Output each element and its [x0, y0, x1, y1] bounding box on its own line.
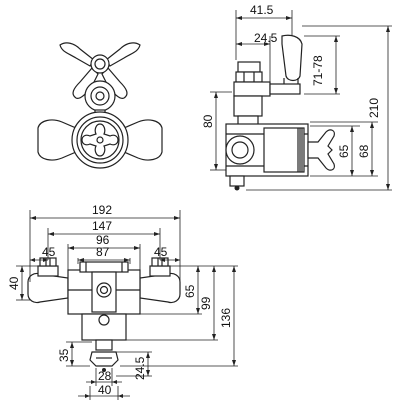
upper-cross-handle: [59, 42, 141, 99]
dim-40-bottom: 40: [98, 383, 112, 397]
side-dimensions: 41.5 24.5 71-78 210 80 65: [201, 3, 392, 191]
dim-68: 68: [357, 144, 371, 158]
bottom-cross-knob: [89, 351, 119, 367]
dim-24-5-vertical: 24.5: [133, 356, 147, 380]
dim-41-5: 41.5: [250, 3, 274, 17]
side-ring: [225, 135, 255, 165]
dim-96: 96: [96, 233, 110, 247]
main-body: [37, 111, 163, 169]
dim-40-left: 40: [7, 276, 21, 290]
dim-80: 80: [201, 114, 215, 128]
side-view: [225, 34, 335, 191]
dim-35: 35: [57, 348, 71, 362]
side-top-cap: [237, 61, 261, 73]
dim-45-left: 45: [42, 245, 56, 259]
side-cross-knob: [307, 129, 335, 171]
bottom-view: [27, 257, 181, 372]
dim-65-bottom: 65: [183, 284, 197, 298]
side-upper-lever: [281, 34, 303, 82]
diverter-ring: [84, 80, 116, 112]
bottom-dimensions: 192 147 96 87 45 45 40: [7, 203, 238, 400]
dim-24-5: 24.5: [254, 31, 278, 45]
dim-136: 136: [219, 308, 233, 328]
dim-210: 210: [367, 98, 381, 118]
dim-65-side: 65: [337, 144, 351, 158]
front-view: [37, 42, 163, 169]
dim-192: 192: [92, 203, 112, 217]
dim-87: 87: [96, 245, 110, 259]
dim-28: 28: [98, 369, 112, 383]
dim-45-right: 45: [154, 245, 168, 259]
dim-147: 147: [92, 219, 112, 233]
dim-99: 99: [199, 296, 213, 310]
dim-71-78: 71-78: [311, 55, 325, 86]
